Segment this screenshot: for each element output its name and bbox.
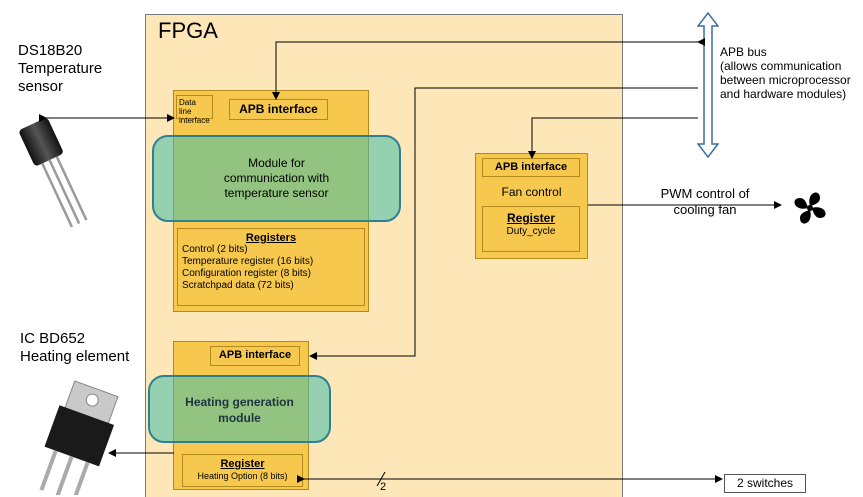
temp-register-item: Scratchpad data (72 bits) — [182, 280, 294, 291]
fan-apb-interface: APB interface — [482, 158, 580, 177]
apb-bus-line4: and hardware modules) — [720, 87, 847, 101]
temp-apb-line — [272, 38, 705, 100]
fan-register-value: Duty_cycle — [506, 226, 556, 237]
dataline-line2: interface — [179, 116, 210, 125]
pwm-line2: cooling fan — [673, 202, 737, 217]
apb-bus-label: APB bus (allows communication between mi… — [720, 45, 851, 101]
sensor-label: DS18B20 Temperature sensor — [18, 42, 102, 96]
temp-register-item: Control (2 bits) — [182, 244, 248, 255]
apb-bus-line3: between microprocessor — [720, 73, 851, 87]
cooling-fan-icon — [794, 192, 826, 224]
temp-module-title: Module for communication with temperatur… — [152, 135, 401, 222]
temp-register-item: Configuration register (8 bits) — [182, 268, 311, 279]
heat-title-line1: Heating generation — [185, 395, 294, 409]
heat-register-title: Register — [220, 458, 265, 470]
temp-title-line1: Module for — [248, 156, 305, 170]
fpga-title: FPGA — [158, 18, 218, 43]
heater-label-line2: Heating element — [20, 348, 130, 365]
temp-registers-title: Registers — [245, 232, 297, 244]
sensor-label-line2: Temperature — [18, 60, 103, 77]
heating-element-icon — [39, 380, 119, 495]
temp-title-line3: temperature sensor — [224, 186, 329, 200]
temp-apb-interface: APB interface — [229, 99, 328, 120]
apb-bus-line1: APB bus — [720, 45, 767, 59]
fan-control-title: Fan control — [501, 185, 562, 199]
heat-register: Register Heating Option (8 bits) — [182, 454, 303, 487]
temperature-sensor-icon — [19, 118, 88, 228]
dataline-interface: Data line interface — [176, 95, 213, 125]
heat-apb-line — [309, 87, 698, 360]
dataline-line1: Data line — [179, 98, 196, 116]
temp-register-item: Temperature register (16 bits) — [182, 256, 314, 267]
pwm-label: PWM control of cooling fan — [645, 186, 765, 218]
heat-register-value: Heating Option (8 bits) — [197, 471, 288, 481]
heater-label: IC BD652 Heating element — [20, 330, 129, 366]
bus-width-label: 2 — [380, 481, 387, 493]
temp-registers: Registers Control (2 bits) Temperature r… — [177, 228, 365, 306]
temp-title-line2: communication with — [223, 171, 330, 185]
heat-title-line2: module — [218, 411, 261, 425]
sensor-label-line1: DS18B20 — [18, 42, 83, 59]
bus-width-slash — [376, 471, 386, 487]
sensor-label-line3: sensor — [18, 78, 64, 95]
fan-register-title: Register — [506, 211, 556, 225]
heater-label-line1: IC BD652 — [20, 330, 86, 347]
switches-box: 2 switches — [724, 474, 806, 493]
fan-apb-line — [528, 117, 698, 159]
pwm-line1: PWM control of — [660, 186, 750, 201]
apb-bus-arrow — [697, 12, 719, 158]
heat-apb-interface: APB interface — [210, 346, 300, 366]
heating-module-title: Heating generation module — [148, 375, 331, 443]
apb-bus-line2: (allows communication — [720, 59, 842, 73]
fan-register: Register Duty_cycle — [482, 206, 580, 252]
